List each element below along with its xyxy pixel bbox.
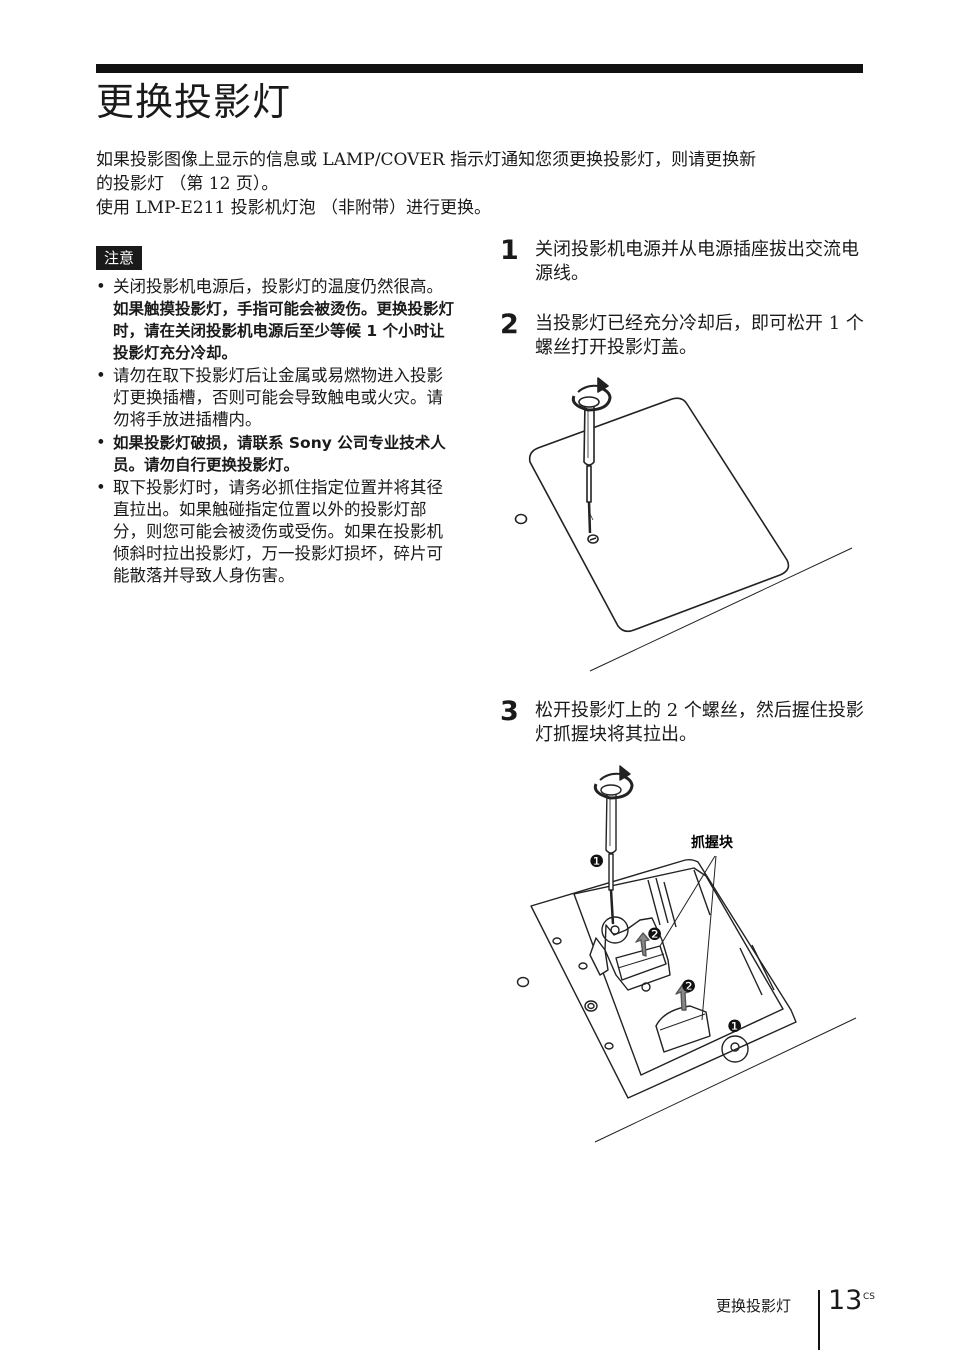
- rotate-arrow-icon: [593, 765, 634, 800]
- grip-label: 抓握块: [691, 834, 734, 851]
- caution-badge: 注意: [96, 246, 143, 270]
- step-number: 1: [500, 235, 519, 266]
- intro-line-3: 使用 LMP-E211 投影机灯泡 （非附带）进行更换。: [96, 198, 492, 218]
- step-number: 2: [500, 309, 519, 340]
- intro-paragraph: 如果投影图像上显示的信息或 LAMP/COVER 指示灯通知您须更换投影灯，则请…: [96, 148, 856, 220]
- page-number: 13: [828, 1285, 863, 1316]
- step-text: 关闭投影机电源并从电源插座拔出交流电源线。: [535, 239, 859, 284]
- caution-item: 如果投影灯破损，请联系 Sony 公司专业技术人员。请勿自行更换投影灯。: [96, 432, 456, 476]
- rotate-arrow-icon: [571, 377, 612, 412]
- step-1: 1 关闭投影机电源并从电源插座拔出交流电源线。: [500, 235, 865, 286]
- caution-item: 关闭投影机电源后，投影灯的温度仍然很高。如果触摸投影灯，手指可能会被烫伤。更换投…: [96, 276, 456, 364]
- cover-screw-icon: [587, 534, 599, 544]
- caution-item: 请勿在取下投影灯后让金属或易燃物进入投影灯更换插槽，否则可能会导致触电或火灾。请…: [96, 365, 456, 431]
- caution-list: 关闭投影机电源后，投影灯的温度仍然很高。如果触摸投影灯，手指可能会被烫伤。更换投…: [96, 276, 456, 588]
- intro-line-1: 如果投影图像上显示的信息或 LAMP/COVER 指示灯通知您须更换投影灯，则请…: [96, 150, 757, 170]
- floor-line: [589, 547, 853, 672]
- step-number: 3: [500, 696, 519, 727]
- lamp-cover-plate: [528, 397, 790, 633]
- caution-item-bold: 如果触摸投影灯，手指可能会被烫伤。更换投影灯时，请在关闭投影机电源后至少等候 1…: [113, 300, 455, 362]
- page-language-suffix: CS: [863, 1292, 875, 1302]
- footer-divider: [818, 1290, 820, 1350]
- caution-item-bold: 如果投影灯破损，请联系 Sony 公司专业技术人员。请勿自行更换投影灯。: [113, 434, 446, 474]
- projector-body: [530, 859, 797, 1099]
- pull-up-arrow-icon: [635, 932, 650, 957]
- marker-1-icon: ❶: [727, 1017, 742, 1037]
- step-3: 3 松开投影灯上的 2 个螺丝，然后握住投影灯抓握块将其拉出。: [500, 696, 865, 747]
- screw-icon: [721, 1035, 749, 1063]
- screwdriver-icon: [600, 784, 622, 925]
- screw-icon: [601, 916, 629, 944]
- caution-item-normal: 请勿在取下投影灯后让金属或易燃物进入投影灯更换插槽，否则可能会导致触电或火灾。请…: [113, 366, 443, 429]
- step-text: 当投影灯已经充分冷却后，即可松开 1 个螺丝打开投影灯盖。: [535, 313, 864, 358]
- side-hole: [516, 976, 530, 988]
- marker-2-icon: ❷: [681, 977, 696, 997]
- floor-line: [594, 1017, 857, 1143]
- cover-hole: [514, 513, 528, 525]
- top-rule: [96, 64, 863, 73]
- screwdriver-icon: [578, 396, 600, 534]
- step-2: 2 当投影灯已经充分冷却后，即可松开 1 个螺丝打开投影灯盖。: [500, 309, 865, 360]
- caution-item-normal: 关闭投影机电源后，投影灯的温度仍然很高。: [113, 277, 443, 296]
- caution-item-normal: 取下投影灯时，请务必抓住指定位置并将其径直拉出。如果触碰指定位置以外的投影灯部分…: [113, 478, 443, 585]
- intro-line-2: 的投影灯 （第 12 页）。: [96, 174, 279, 194]
- marker-2-icon: ❷: [647, 925, 662, 945]
- step-text: 松开投影灯上的 2 个螺丝，然后握住投影灯抓握块将其拉出。: [535, 700, 864, 745]
- page-title: 更换投影灯: [96, 80, 292, 124]
- marker-1-icon: ❶: [589, 852, 604, 872]
- pull-up-arrow-icon: [675, 983, 690, 1011]
- footer-section-title: 更换投影灯: [716, 1297, 792, 1315]
- caution-item: 取下投影灯时，请务必抓住指定位置并将其径直拉出。如果触碰指定位置以外的投影灯部分…: [96, 477, 456, 587]
